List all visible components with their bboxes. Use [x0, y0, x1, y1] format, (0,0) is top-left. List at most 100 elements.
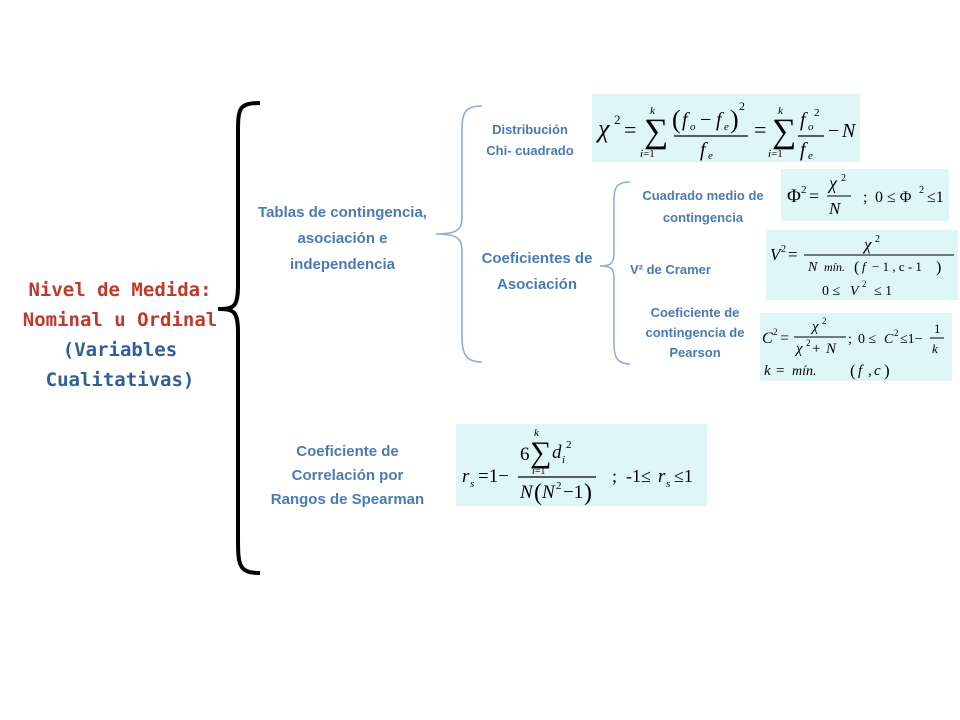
svg-text:=1−: =1−: [478, 466, 509, 487]
svg-text:1: 1: [934, 321, 941, 336]
svg-text:≤1: ≤1: [674, 466, 693, 486]
svg-text:χ: χ: [595, 114, 610, 143]
svg-text:(: (: [534, 480, 542, 506]
main-title: Nivel de Medida: Nominal u Ordinal (Vari…: [5, 275, 235, 395]
leaf-cuadrado-line-1: Cuadrado medio de: [642, 188, 764, 203]
branch-spearman-line-1: Coeficiente de: [296, 443, 399, 460]
formula-pearson-c: C 2 = χ 2 χ 2 + N ; 0 ≤ C 2 ≤1− 1 k k = …: [760, 313, 952, 381]
title-line-3: (Variables Cualitativas): [45, 339, 195, 391]
svg-text:f: f: [800, 139, 808, 161]
svg-text:2: 2: [614, 112, 621, 127]
sub-branch-chi-line-2: Chi- cuadrado: [486, 143, 574, 158]
svg-text:=: =: [780, 330, 789, 347]
svg-text:N: N: [807, 260, 818, 275]
svg-text:N: N: [828, 199, 842, 218]
formula-phi-square: Φ 2 = χ 2 N ; 0 ≤ Φ 2 ≤1: [781, 169, 949, 221]
svg-text:χ: χ: [810, 319, 819, 335]
svg-text:2: 2: [801, 184, 807, 196]
svg-text:2: 2: [894, 328, 899, 338]
svg-text:χ: χ: [862, 235, 872, 254]
svg-text:): ): [730, 105, 739, 134]
svg-text:): ): [884, 361, 890, 380]
svg-text:): ): [936, 259, 941, 276]
formula-spearman: r s =1− k 6 ∑ i=1 d i 2 N ( N 2 −1 ) ; -…: [456, 424, 707, 506]
svg-text:−: −: [700, 109, 711, 131]
svg-text:− 1 , c - 1: − 1 , c - 1: [872, 259, 922, 274]
svg-text:d: d: [552, 442, 562, 463]
svg-text:2: 2: [919, 185, 924, 196]
svg-text:f: f: [858, 363, 864, 379]
branch-tablas-line-2: asociación e: [297, 230, 388, 247]
svg-text:=: =: [754, 117, 766, 142]
svg-text:2: 2: [822, 316, 827, 326]
svg-text:;: ;: [848, 332, 852, 347]
svg-text:=: =: [624, 117, 636, 142]
svg-text:i=1: i=1: [532, 466, 545, 477]
svg-text:0 ≤: 0 ≤: [822, 284, 841, 299]
svg-text:≤1: ≤1: [927, 189, 944, 206]
svg-text:f: f: [800, 109, 808, 131]
svg-text:s: s: [470, 478, 474, 490]
svg-text:+: +: [812, 341, 820, 357]
svg-text:2: 2: [566, 439, 572, 451]
svg-text:=: =: [788, 245, 798, 264]
branch-spearman-line-3: Rangos de Spearman: [270, 491, 425, 508]
svg-text:χ: χ: [794, 341, 803, 357]
svg-text:2: 2: [781, 244, 786, 255]
svg-text:k: k: [534, 427, 540, 439]
svg-text:f: f: [700, 139, 708, 161]
svg-text:): ): [584, 480, 592, 506]
svg-text:mín.: mín.: [792, 364, 817, 379]
svg-text:;: ;: [612, 466, 617, 486]
svg-text:(: (: [850, 361, 856, 380]
branch-tablas-line-1: Tablas de contingencia,: [258, 204, 427, 221]
branch-spearman: Coeficiente de Correlación por Rangos de…: [245, 440, 450, 512]
svg-text:≤ 1: ≤ 1: [874, 284, 892, 299]
svg-text:2: 2: [773, 327, 778, 337]
leaf-pearson-line-2: contingencia de: [645, 325, 745, 340]
svg-text:o: o: [690, 121, 696, 133]
leaf-cramer: V² de Cramer: [630, 262, 711, 277]
svg-text:V: V: [770, 245, 783, 264]
svg-text:r: r: [462, 466, 470, 487]
leaf-pearson: Coeficiente de contingencia de Pearson: [625, 303, 765, 363]
svg-text:i: i: [562, 454, 565, 466]
svg-text:−1: −1: [563, 482, 583, 503]
sub-branch-chi-line-1: Distribución: [492, 122, 568, 137]
main-brace: [217, 101, 261, 575]
svg-text:i=1: i=1: [640, 148, 655, 160]
svg-text:2: 2: [875, 234, 880, 245]
svg-text:,: ,: [868, 363, 872, 379]
svg-text:N: N: [519, 482, 534, 503]
svg-text:2: 2: [739, 99, 745, 113]
sub-branch-coef-line-1: Coeficientes de: [481, 250, 593, 267]
svg-text:N: N: [841, 120, 857, 142]
svg-text:C: C: [884, 332, 894, 347]
svg-text:e: e: [708, 150, 713, 162]
svg-text:e: e: [808, 150, 813, 162]
svg-text:f: f: [716, 109, 724, 131]
formula-cramer-v: V 2 = χ 2 N mín. ( f − 1 , c - 1 ) 0 ≤ V…: [766, 230, 958, 300]
svg-text:0 ≤ Φ: 0 ≤ Φ: [875, 189, 912, 206]
svg-text:N: N: [825, 341, 837, 357]
branch-tablas: Tablas de contingencia, asociación e ind…: [235, 200, 450, 278]
svg-text:i=1: i=1: [768, 148, 783, 160]
svg-text:;: ;: [863, 189, 867, 206]
branch-spearman-line-2: Correlación por: [291, 467, 404, 484]
svg-text:2: 2: [862, 279, 867, 289]
leaf-pearson-line-1: Coeficiente de: [650, 305, 740, 320]
svg-text:=: =: [776, 363, 784, 379]
svg-text:6: 6: [520, 444, 530, 465]
svg-text:0 ≤: 0 ≤: [858, 332, 877, 347]
svg-text:mín.: mín.: [824, 260, 845, 274]
title-line-1: Nivel de Medida:: [28, 279, 212, 301]
sub-branch-coeficientes: Coeficientes de Asociación: [462, 246, 612, 298]
svg-text:f: f: [682, 109, 690, 131]
svg-text:χ: χ: [827, 173, 838, 193]
svg-text:k: k: [650, 105, 656, 117]
svg-text:-1≤: -1≤: [626, 466, 651, 486]
svg-text:N: N: [541, 482, 556, 503]
svg-text:r: r: [658, 466, 666, 487]
svg-text:e: e: [724, 121, 729, 133]
svg-text:2: 2: [814, 107, 820, 119]
